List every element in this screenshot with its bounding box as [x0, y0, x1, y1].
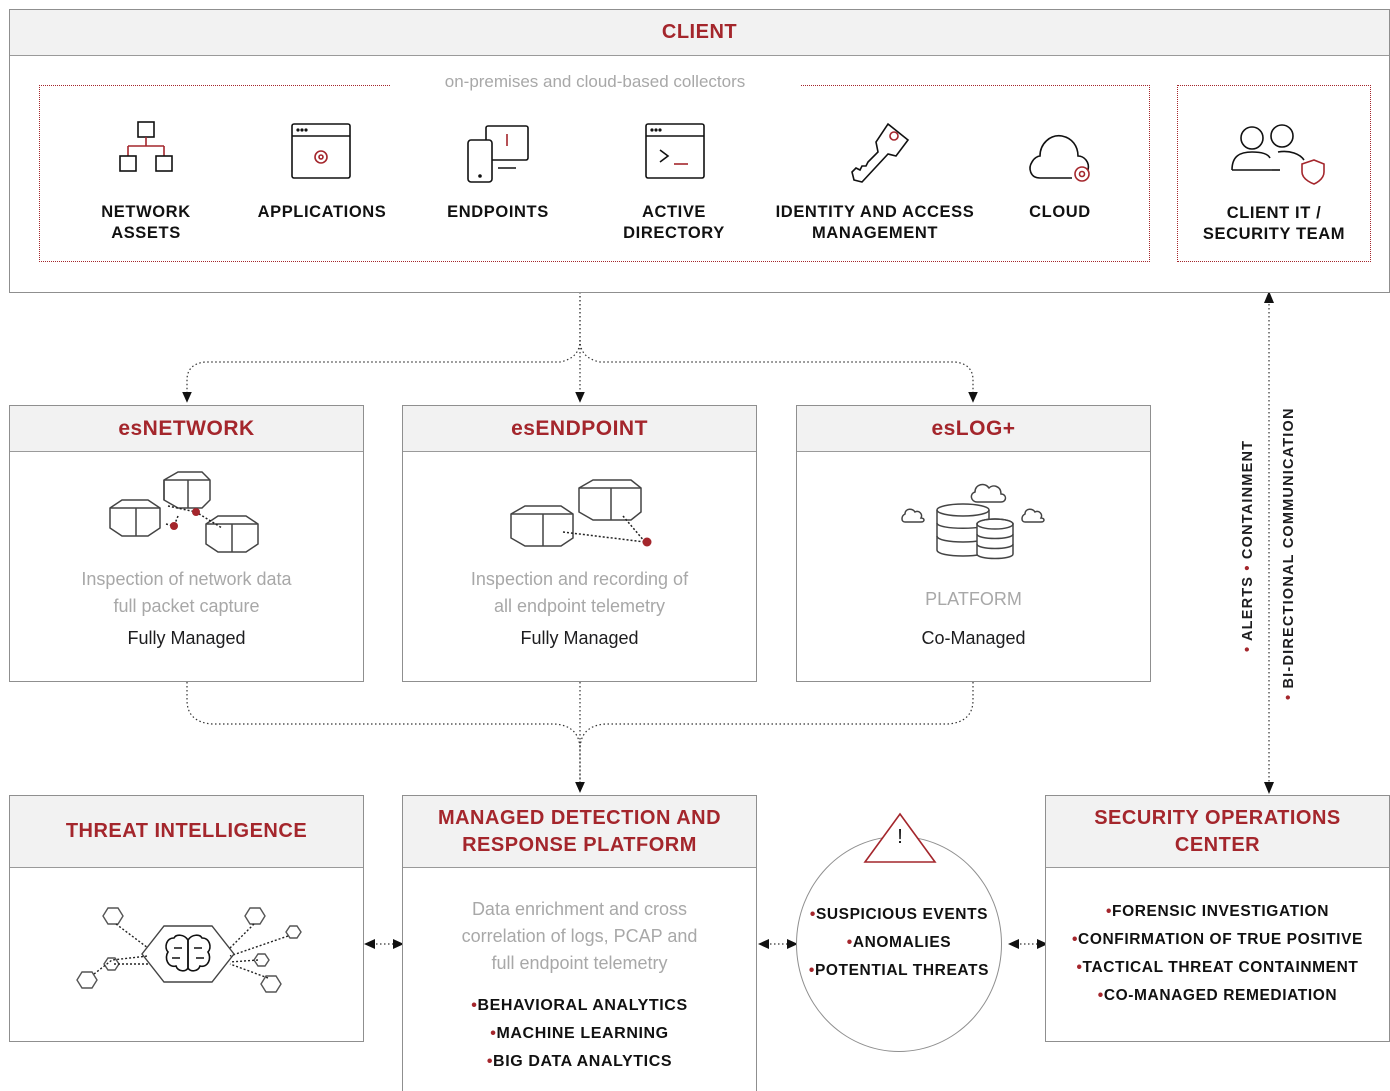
- alerts-containment-label: • ALERTS • CONTAINMENT: [1240, 439, 1256, 652]
- soc-panel: SECURITY OPERATIONS CENTER FORENSIC INVE…: [1045, 795, 1390, 1042]
- collector-label-endpoints: ENDPOINTS: [447, 203, 549, 221]
- mdr-platform-description: Data enrichment and cross correlation of…: [461, 899, 698, 973]
- threat-intelligence-title: THREAT INTELLIGENCE: [10, 796, 363, 868]
- cloud-gear-icon: [1029, 134, 1090, 182]
- list-item: CONFIRMATION OF TRUE POSITIVE: [1046, 926, 1389, 954]
- eslog-description: PLATFORM: [925, 589, 1022, 609]
- client-team-group: [1177, 85, 1371, 262]
- team-shield-icon: [1231, 124, 1325, 185]
- list-item: CO-MANAGED REMEDIATION: [1046, 982, 1389, 1010]
- events-list: SUSPICIOUS EVENTS ANOMALIES POTENTIAL TH…: [796, 901, 1002, 985]
- esendpoint-mode: Fully Managed: [520, 628, 639, 648]
- list-item: BIG DATA ANALYTICS: [403, 1048, 756, 1076]
- list-item: POTENTIAL THREATS: [796, 957, 1002, 985]
- list-item: MACHINE LEARNING: [403, 1020, 756, 1048]
- esendpoint-title: esENDPOINT: [403, 406, 756, 452]
- collector-label-cloud: CLOUD: [1029, 203, 1091, 221]
- collector-label-network-assets: NETWORK ASSETS: [101, 203, 191, 242]
- devices-icon: [467, 125, 529, 183]
- list-item: TACTICAL THREAT CONTAINMENT: [1046, 954, 1389, 982]
- list-item: BEHAVIORAL ANALYTICS: [403, 992, 756, 1020]
- esendpoint-panel: esENDPOINT Inspection and recording of a…: [402, 405, 757, 682]
- list-item: SUSPICIOUS EVENTS: [796, 901, 1002, 929]
- endpoint-nodes-icon: [510, 479, 652, 547]
- eslog-panel: esLOG+ PLATFORM Co-Managed: [796, 405, 1151, 682]
- esendpoint-description: Inspection and recording of all endpoint…: [470, 569, 689, 616]
- warning-glyph: !: [897, 826, 903, 848]
- bidirectional-communication-label: • BI-DIRECTIONAL COMMUNICATION: [1281, 407, 1297, 700]
- soc-services-list: FORENSIC INVESTIGATION CONFIRMATION OF T…: [1046, 898, 1389, 1010]
- esnetwork-title: esNETWORK: [10, 406, 363, 452]
- network-assets-icon: [119, 121, 173, 172]
- client-title: CLIENT: [10, 10, 1389, 56]
- collectors-label: on-premises and cloud-based collectors: [390, 72, 800, 92]
- warning-triangle-icon: [863, 812, 937, 863]
- list-item: ANOMALIES: [796, 929, 1002, 957]
- eslog-mode: Co-Managed: [921, 628, 1026, 648]
- esnetwork-description: Inspection of network data full packet c…: [81, 569, 292, 616]
- soc-title: SECURITY OPERATIONS CENTER: [1046, 796, 1389, 868]
- client-panel: CLIENT on-premises and cloud-based colle…: [9, 9, 1390, 293]
- ai-brain-network-icon: [76, 907, 302, 993]
- mdr-platform-panel: MANAGED DETECTION AND RESPONSE PLATFORM …: [402, 795, 757, 1091]
- application-window-icon: [291, 123, 351, 179]
- mdr-platform-title: MANAGED DETECTION AND RESPONSE PLATFORM: [403, 796, 756, 868]
- mdr-capabilities-list: BEHAVIORAL ANALYTICS MACHINE LEARNING BI…: [403, 992, 756, 1076]
- database-clouds-icon: [901, 483, 1045, 560]
- terminal-window-icon: [645, 123, 705, 179]
- esnetwork-mode: Fully Managed: [127, 628, 246, 648]
- esnetwork-panel: esNETWORK Inspection of network data ful…: [9, 405, 364, 682]
- threat-intelligence-panel: THREAT INTELLIGENCE: [9, 795, 364, 1042]
- client-team-label: CLIENT IT / SECURITY TEAM: [1202, 204, 1346, 243]
- network-nodes-icon: [109, 471, 259, 553]
- collector-label-applications: APPLICATIONS: [257, 203, 387, 221]
- collector-label-active-directory: ACTIVE DIRECTORY: [623, 203, 725, 242]
- collector-label-identity-access: IDENTITY AND ACCESS MANAGEMENT: [775, 203, 975, 242]
- key-icon: [851, 122, 910, 183]
- list-item: FORENSIC INVESTIGATION: [1046, 898, 1389, 926]
- eslog-title: esLOG+: [797, 406, 1150, 452]
